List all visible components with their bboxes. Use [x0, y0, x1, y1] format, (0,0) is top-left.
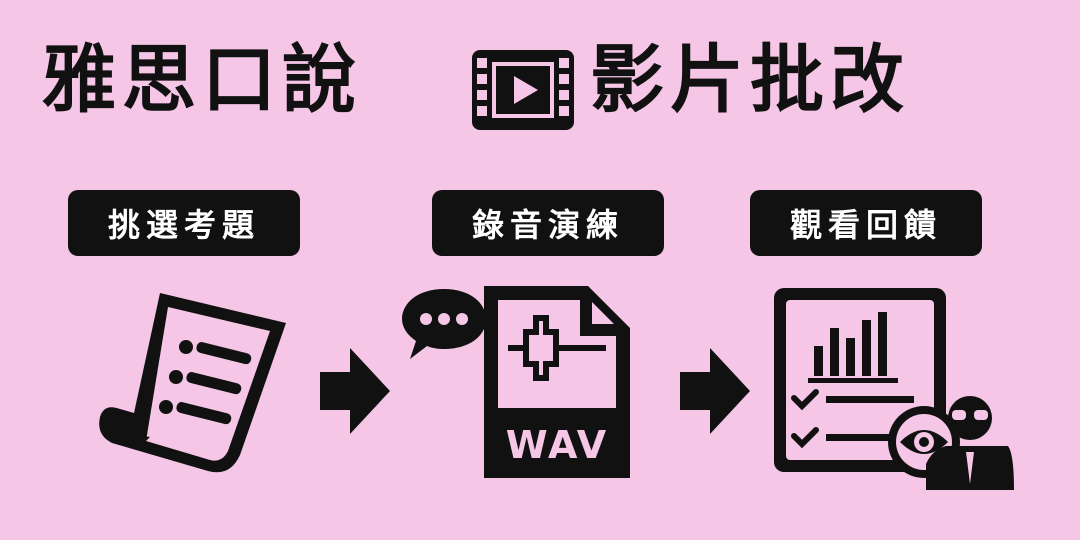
- banner-title: 雅思口說 影片批改: [0, 22, 1080, 132]
- wav-label: WAV: [506, 423, 608, 467]
- step-2-label: 錄音演練: [432, 190, 664, 256]
- title-left-text: 雅思口說: [42, 37, 362, 123]
- report-chart-icon: [774, 288, 1014, 490]
- document-scroll-icon: [99, 293, 286, 473]
- video-film-icon: [472, 50, 574, 130]
- right-arrow-icon: [680, 348, 750, 434]
- step-3-label: 觀看回饋: [750, 190, 982, 256]
- title-right-text: 影片批改: [590, 37, 910, 123]
- speech-bubble-icon: [402, 289, 486, 359]
- right-arrow-icon: [320, 348, 390, 434]
- wav-file-icon: WAV: [484, 286, 630, 478]
- reviewer-eye-icon: [888, 396, 1014, 490]
- step-1-label: 挑選考題: [68, 190, 300, 256]
